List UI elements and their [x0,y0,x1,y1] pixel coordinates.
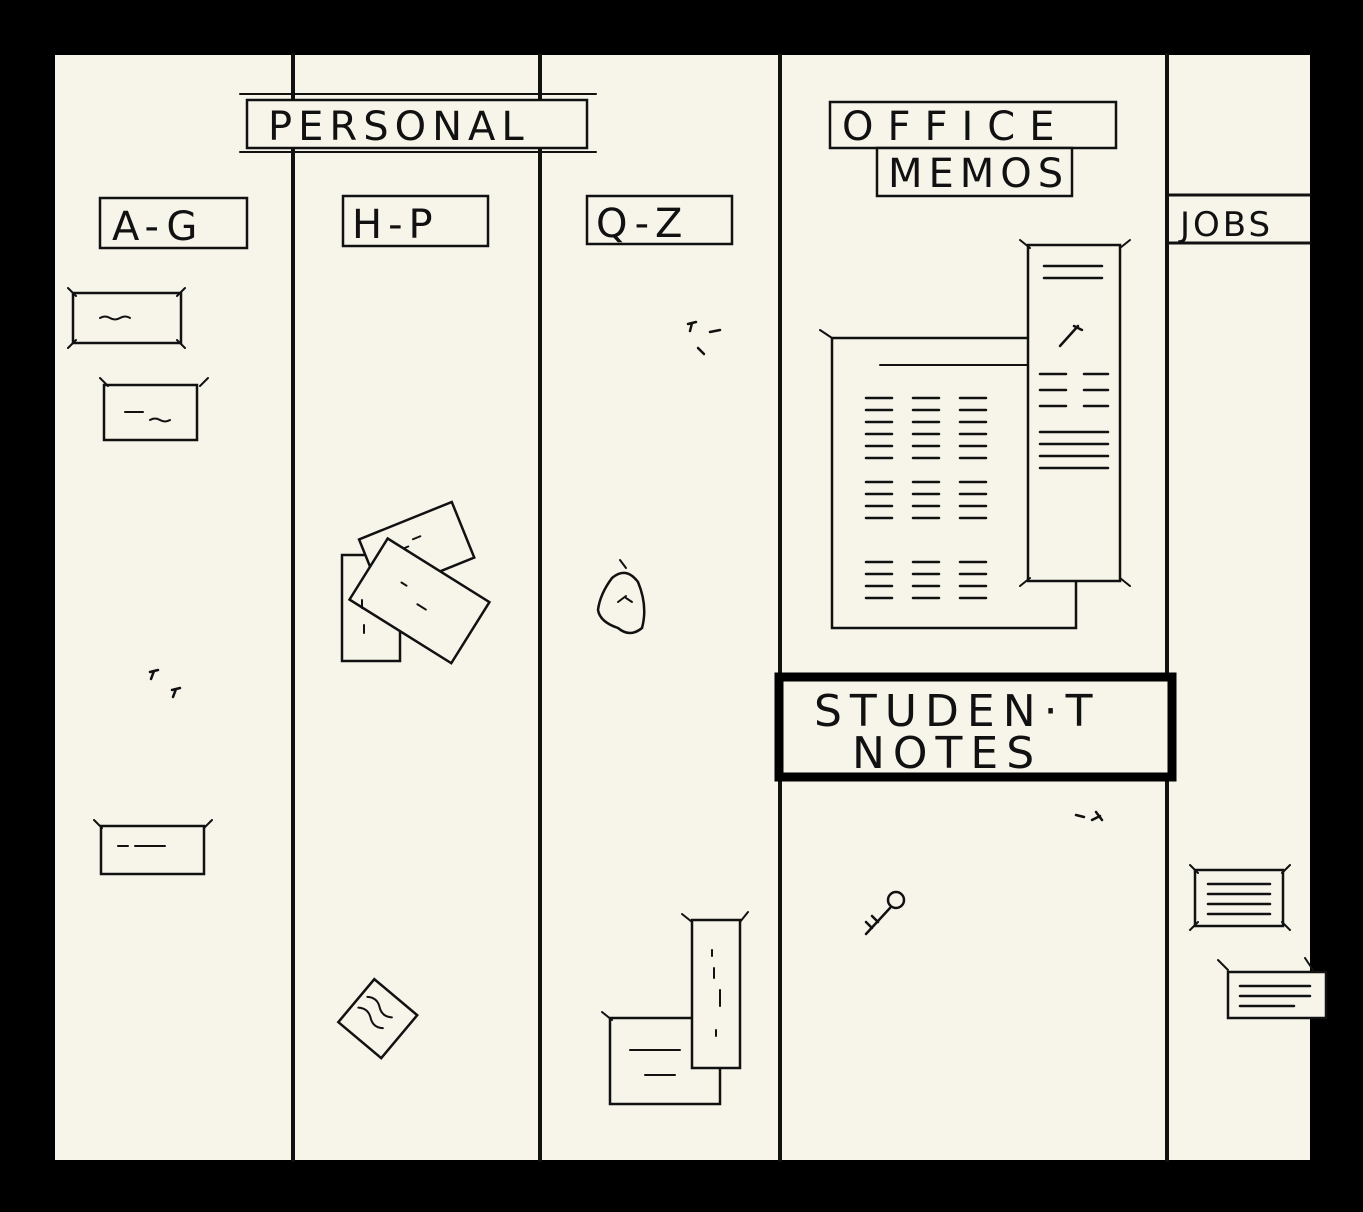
personal-text: PERSONAL [268,104,530,150]
h-p-text: H-P [352,202,439,248]
a-g-text: A-G [112,204,203,250]
personal-label: PERSONAL [240,94,596,152]
note-a-g-1 [73,293,181,343]
note-a-g-2 [104,385,197,440]
a-g-label: A-G [100,198,247,250]
h-p-label: H-P [343,196,488,248]
memo-sheet-tall [1028,245,1120,581]
note-a-g-3 [101,826,204,874]
jobs-text: JOBS [1178,205,1273,245]
q-z-label: Q-Z [587,196,732,247]
notes-text: NOTES [852,728,1042,779]
memos-text: MEMOS [888,151,1069,197]
office-text: OFFICE [842,104,1069,150]
student-notes-label: STUDEN·T NOTES [779,677,1172,779]
note-jobs-1 [1195,870,1283,926]
q-z-text: Q-Z [596,201,688,247]
note-jobs-2 [1228,972,1326,1018]
